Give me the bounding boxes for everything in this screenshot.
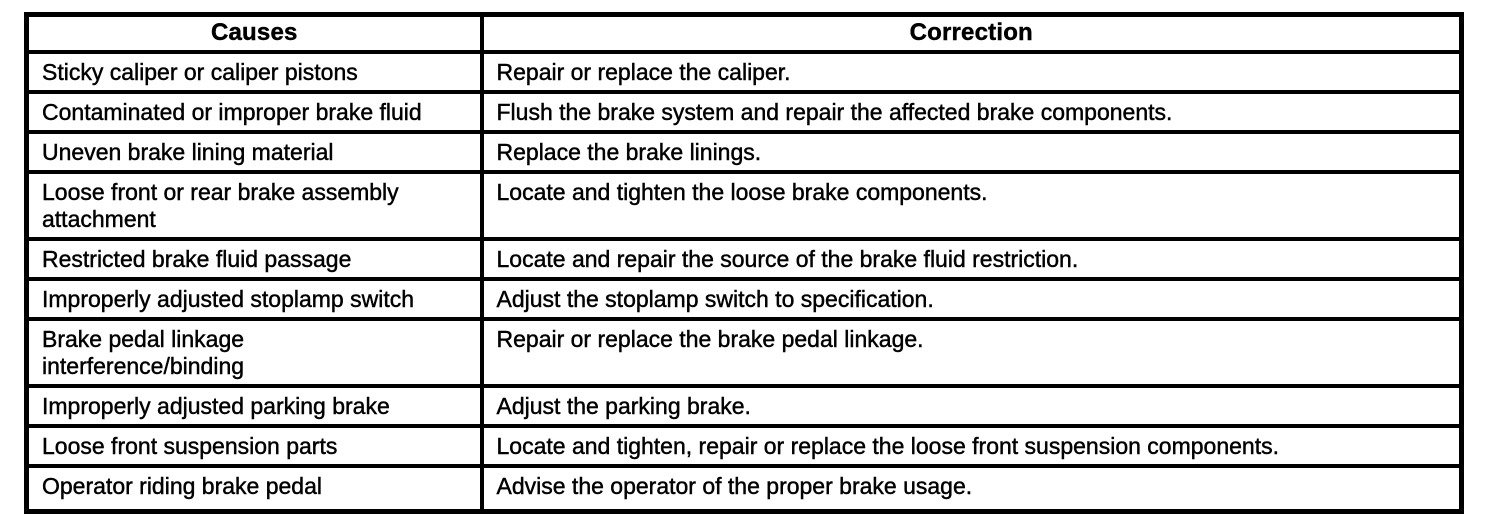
cause-cell: Operator riding brake pedal <box>24 463 484 514</box>
table-row: Loose front or rear brake assembly attac… <box>24 169 1464 241</box>
correction-cell: Advise the operator of the proper brake … <box>479 463 1464 514</box>
table-row: Brake pedal linkage interference/binding… <box>24 316 1464 388</box>
cause-cell: Contaminated or improper brake fluid <box>24 89 484 134</box>
cause-cell: Sticky caliper or caliper pistons <box>24 49 484 94</box>
cause-cell: Uneven brake lining material <box>24 129 484 174</box>
correction-cell: Adjust the stoplamp switch to specificat… <box>479 276 1464 321</box>
correction-cell: Locate and repair the source of the brak… <box>479 236 1464 281</box>
table-row: Restricted brake fluid passage Locate an… <box>24 236 1464 281</box>
table-row: Uneven brake lining material Replace the… <box>24 129 1464 174</box>
table-row: Improperly adjusted stoplamp switch Adju… <box>24 276 1464 321</box>
table-row: Contaminated or improper brake fluid Flu… <box>24 89 1464 134</box>
trouble-table-body: Sticky caliper or caliper pistons Repair… <box>24 49 1464 514</box>
cause-cell: Restricted brake fluid passage <box>24 236 484 281</box>
correction-cell: Locate and tighten, repair or replace th… <box>479 423 1464 468</box>
correction-cell: Adjust the parking brake. <box>479 383 1464 428</box>
correction-cell: Flush the brake system and repair the af… <box>479 89 1464 134</box>
cause-cell: Improperly adjusted stoplamp switch <box>24 276 484 321</box>
table-row: Loose front suspension parts Locate and … <box>24 423 1464 468</box>
cause-cell: Loose front or rear brake assembly attac… <box>24 169 484 241</box>
cause-cell: Improperly adjusted parking brake <box>24 383 484 428</box>
correction-cell: Locate and tighten the loose brake compo… <box>479 169 1464 241</box>
correction-cell: Repair or replace the brake pedal linkag… <box>479 316 1464 388</box>
correction-cell: Replace the brake linings. <box>479 129 1464 174</box>
table-row: Operator riding brake pedal Advise the o… <box>24 463 1464 514</box>
causes-correction-table: Causes Correction Sticky caliper or cali… <box>24 12 1464 514</box>
cause-cell: Brake pedal linkage interference/binding <box>24 316 484 388</box>
table-row: Improperly adjusted parking brake Adjust… <box>24 383 1464 428</box>
correction-cell: Repair or replace the caliper. <box>479 49 1464 94</box>
causes-column-header: Causes <box>24 12 484 54</box>
table-row: Sticky caliper or caliper pistons Repair… <box>24 49 1464 94</box>
table-header-row: Causes Correction <box>24 12 1464 54</box>
cause-cell: Loose front suspension parts <box>24 423 484 468</box>
correction-column-header: Correction <box>479 12 1464 54</box>
